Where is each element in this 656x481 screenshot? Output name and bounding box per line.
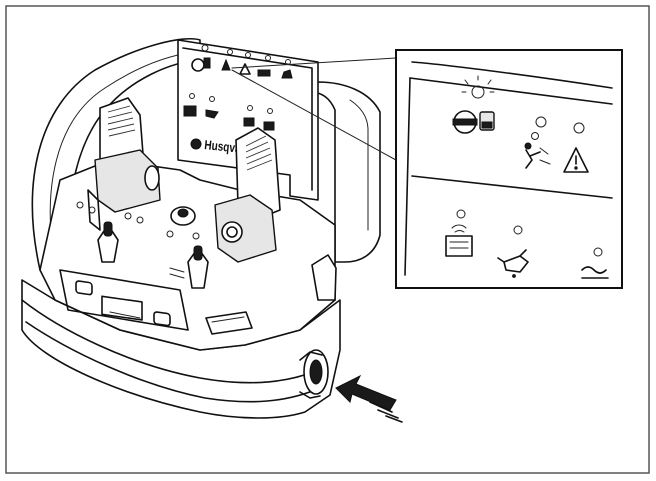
oil-icon xyxy=(205,109,219,119)
warning-triangle-indicator xyxy=(563,122,589,173)
hydraulic-oil-indicator xyxy=(497,225,529,278)
power-stop-indicator xyxy=(452,75,495,134)
front-control-panel xyxy=(59,269,189,331)
housing-base xyxy=(21,279,341,419)
side-knob xyxy=(311,254,337,301)
key-icon xyxy=(243,117,255,127)
left-button xyxy=(75,280,93,296)
right-button xyxy=(153,311,171,327)
center-knob xyxy=(166,206,200,240)
operator-warning-icon xyxy=(221,58,231,71)
water-level-indicator xyxy=(581,247,609,279)
figure-frame xyxy=(5,5,650,474)
battery-icon xyxy=(263,121,275,131)
hand-icon xyxy=(281,69,293,79)
water-level-icon xyxy=(581,266,609,279)
machine-icon xyxy=(257,69,271,77)
oil-can-icon xyxy=(497,249,529,278)
operator-fall-icon xyxy=(524,142,551,169)
radio-link-icon xyxy=(445,224,473,257)
remote-control-unit: Husqvarna xyxy=(21,37,381,419)
right-toggle xyxy=(169,245,209,289)
left-toggles xyxy=(76,201,144,263)
arrow-icon xyxy=(335,374,403,423)
right-joystick xyxy=(214,127,281,263)
warning-triangle-icon xyxy=(239,63,251,75)
operator-fall-indicator xyxy=(524,116,551,169)
callout-line-bottom xyxy=(231,69,397,161)
zoom-frame xyxy=(395,49,623,289)
radio-icon xyxy=(183,105,197,117)
lcd-display xyxy=(101,295,143,321)
battery-connector xyxy=(299,349,329,399)
tower-indicator-row xyxy=(191,44,293,79)
callout-line-top xyxy=(231,57,397,69)
tower-indicator-row-2 xyxy=(183,93,275,131)
zoom-callout xyxy=(231,49,623,289)
radio-link-indicator xyxy=(445,209,473,257)
carry-handle xyxy=(31,37,201,271)
left-joystick xyxy=(87,97,161,231)
right-handle xyxy=(309,81,381,263)
power-on-icon xyxy=(191,57,211,72)
